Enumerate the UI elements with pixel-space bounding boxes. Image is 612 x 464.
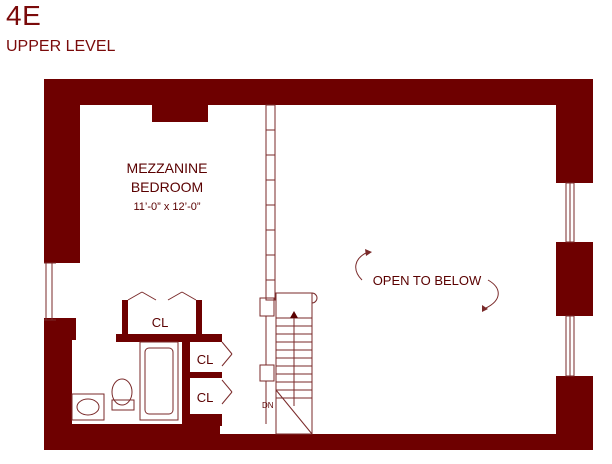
circulation-arrow-icon	[355, 251, 499, 309]
wall-bump	[152, 103, 208, 122]
arrow-head-2	[482, 305, 488, 312]
right-windows	[565, 182, 575, 377]
left-wall-notch	[44, 318, 76, 340]
side-closet-doors	[221, 341, 233, 405]
closet-label-middle: CL	[197, 352, 214, 367]
level-label: UPPER LEVEL	[6, 38, 116, 55]
closet-label-upper: CL	[152, 315, 169, 330]
bathtub-icon	[139, 341, 179, 421]
closet-bottom-partition	[116, 334, 222, 342]
open-to-below-label: OPEN TO BELOW	[373, 273, 482, 288]
bottom-wall-right	[218, 434, 593, 450]
closet-bottom-wall	[182, 414, 222, 426]
bottom-wall-left	[44, 424, 220, 450]
stair-arrow-icon	[290, 311, 298, 318]
top-wall	[44, 79, 593, 105]
bedroom-name-line2: BEDROOM	[131, 179, 203, 195]
right-wall-1	[556, 79, 593, 183]
staircase	[275, 292, 318, 435]
right-wall-2	[556, 242, 593, 316]
left-wall-upper	[44, 79, 80, 263]
closet-label-lower: CL	[197, 390, 214, 405]
bedroom-dimensions: 11’-0” x 12’-0”	[133, 201, 200, 213]
left-window	[44, 262, 56, 321]
bedroom-name-line1: MEZZANINE	[127, 160, 208, 176]
stair-direction-label: DN	[262, 401, 274, 410]
closet-door-icon	[122, 291, 202, 334]
bath-closet-partition	[182, 334, 190, 426]
bathroom-fixtures	[71, 341, 179, 421]
right-wall-3	[556, 376, 593, 450]
sink-icon	[71, 393, 105, 421]
arrow-head-1	[365, 249, 372, 256]
unit-title: 4E	[6, 0, 42, 31]
railing	[259, 104, 276, 424]
closet-divider	[182, 372, 222, 378]
exterior-walls	[44, 79, 593, 450]
toilet-icon	[111, 378, 135, 411]
